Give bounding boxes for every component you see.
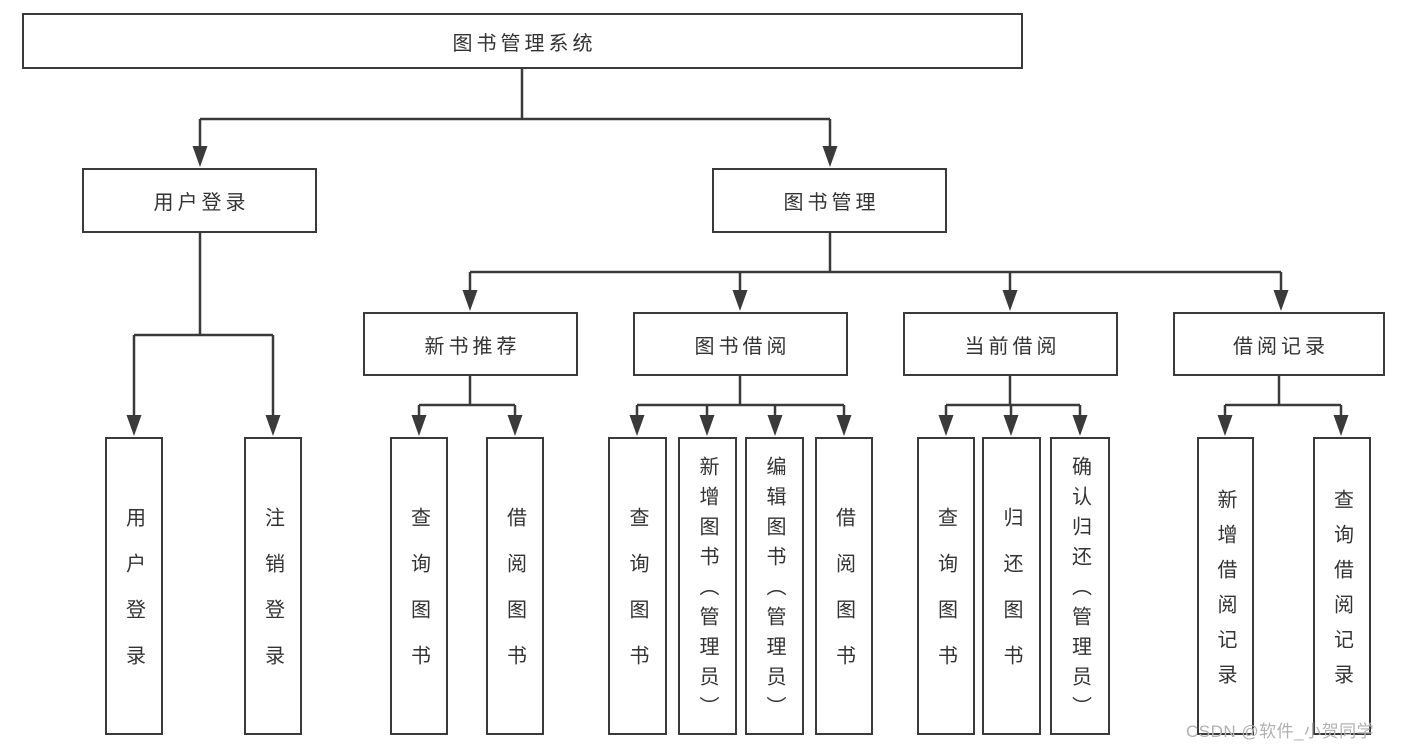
node-new-book-recommend: 新书推荐 — [363, 312, 578, 376]
leaf-cb-query-books: 查询图书 — [917, 437, 975, 735]
csdn-watermark: CSDN @软件_小贺同学 — [1186, 722, 1375, 741]
leaf-bb-borrow-books: 借阅图书 — [815, 437, 873, 735]
node-book-borrow: 图书借阅 — [633, 312, 848, 376]
leaf-cb-return-books: 归还图书 — [982, 437, 1041, 735]
node-root-system: 图书管理系统 — [22, 13, 1023, 69]
leaf-nb-query-books: 查询图书 — [390, 437, 448, 735]
arrowheads — [126, 146, 1349, 436]
leaf-br-query-record: 查询借阅记录 — [1313, 437, 1371, 735]
node-user-login: 用户登录 — [82, 168, 317, 233]
node-book-management: 图书管理 — [712, 168, 947, 233]
leaf-nb-borrow-books: 借阅图书 — [486, 437, 544, 735]
leaf-logout: 注销登录 — [244, 437, 302, 735]
leaf-bb-add-books-admin: 新增图书（管理员） — [678, 437, 737, 735]
node-current-borrow: 当前借阅 — [903, 312, 1118, 376]
leaf-bb-edit-books-admin: 编辑图书（管理员） — [745, 437, 804, 735]
leaf-user-login: 用户登录 — [105, 437, 163, 735]
leaf-bb-query-books: 查询图书 — [608, 437, 667, 735]
node-borrow-records: 借阅记录 — [1173, 312, 1385, 376]
leaf-cb-confirm-return-admin: 确认归还（管理员） — [1050, 437, 1110, 735]
leaf-br-add-record: 新增借阅记录 — [1197, 437, 1254, 735]
